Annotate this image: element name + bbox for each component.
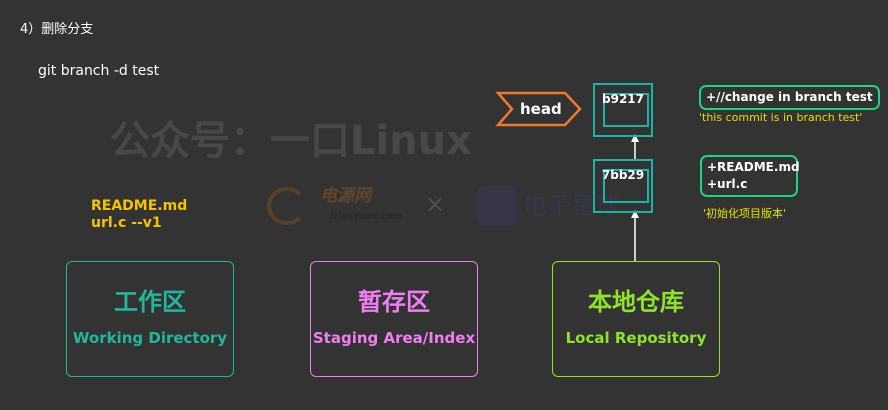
head-pointer-shape: [495, 91, 582, 127]
commit-changes: +//change in branch test: [699, 85, 880, 110]
watermark-logos: 电源网 DianYuan.com × 电子星球: [265, 184, 625, 234]
working-directory-box: 工作区 Working Directory: [66, 261, 234, 377]
commit-box: 7bb29: [593, 159, 653, 213]
working-files: README.md url.c --v1: [91, 198, 187, 232]
area-title-en: Local Repository: [565, 329, 707, 347]
commit-message: 'this commit is in branch test': [699, 111, 863, 124]
commit-changes: +README.md +url.c: [700, 155, 800, 197]
change-line: +//change in branch test: [706, 90, 873, 104]
commit-box: b9217: [593, 83, 653, 137]
separator-x: ×: [425, 190, 446, 218]
commit-id: 7bb29: [601, 168, 645, 182]
change-line: +README.md: [707, 160, 800, 174]
area-title-cn: 本地仓库: [588, 288, 684, 316]
commit-message: '初始化项目版本': [703, 207, 787, 220]
arrow-head: [631, 210, 639, 218]
plug-logo-icon: [267, 187, 307, 225]
arrow-head: [631, 134, 639, 142]
robot-logo-icon: [477, 186, 517, 226]
local-repository-box: 本地仓库 Local Repository: [552, 261, 720, 377]
staging-area-box: 暂存区 Staging Area/Index: [310, 261, 478, 377]
area-title-en: Working Directory: [72, 329, 228, 347]
file-item: url.c --v1: [91, 215, 162, 231]
head-label: head: [520, 100, 562, 118]
watermark-logo1: 电源网: [320, 186, 371, 206]
commit-id: b9217: [602, 92, 644, 106]
area-title-cn: 暂存区: [358, 288, 430, 316]
area-title-cn: 工作区: [114, 288, 186, 316]
command-text: git branch -d test: [38, 63, 160, 79]
diagonal-watermark: 公众号：一口Linux: [110, 118, 472, 164]
file-item: README.md: [91, 198, 188, 214]
step-title: 4）删除分支: [20, 22, 94, 37]
watermark-logo1-sub: DianYuan.com: [330, 212, 402, 222]
area-title-en: Staging Area/Index: [312, 329, 476, 347]
change-line: +url.c: [707, 177, 748, 191]
